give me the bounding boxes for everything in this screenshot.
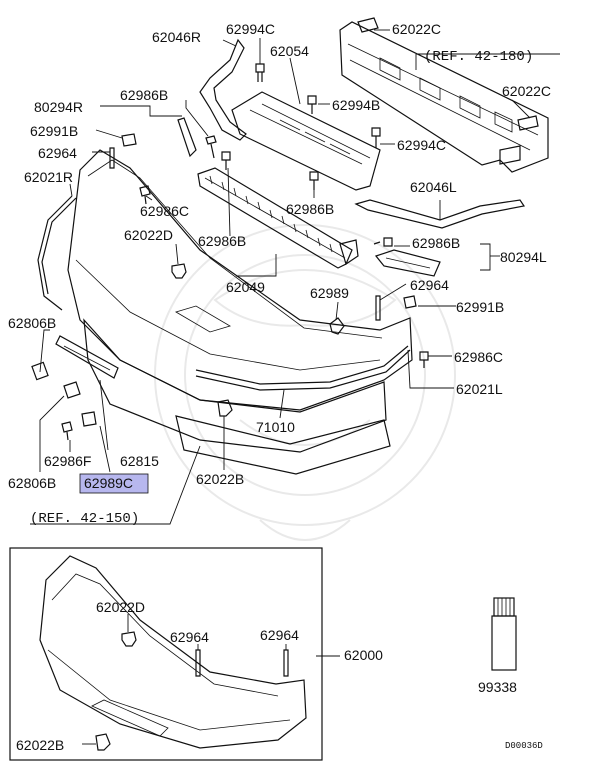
stay-left-part	[354, 199, 526, 229]
inset-label-62964-a: 62964	[170, 629, 209, 645]
label-62986F: 62986F	[44, 453, 91, 469]
label-62046L: 62046L	[410, 179, 457, 195]
label-62806B-top: 62806B	[8, 315, 56, 331]
label-62806B-bottom: 62806B	[8, 475, 56, 491]
leader-lines	[30, 29, 560, 525]
inset-label-62022D: 62022D	[96, 599, 145, 615]
ref-42-180: (REF. 42-180)	[424, 49, 533, 65]
label-80294R: 80294R	[34, 99, 83, 115]
label-62986B-a: 62986B	[120, 87, 168, 103]
label-62994B: 62994B	[332, 97, 380, 113]
molding-left-part	[195, 345, 411, 391]
label-62049: 62049	[226, 279, 265, 295]
sealant-tube-part: 99338	[478, 597, 517, 695]
label-71010: 71010	[256, 419, 295, 435]
label-62986B-c: 62986B	[198, 233, 246, 249]
ref-42-150: (REF. 42-150)	[30, 511, 139, 527]
lower-panel-part	[175, 415, 391, 475]
label-62022C-top: 62022C	[392, 21, 441, 37]
part-labels: 62046R 62994C 62022C (REF. 42-180) 62054…	[8, 21, 551, 527]
label-62991B-right: 62991B	[456, 299, 504, 315]
label-62046R: 62046R	[152, 29, 201, 45]
label-62991B-left: 62991B	[30, 123, 78, 139]
label-62022B: 62022B	[196, 471, 244, 487]
inset-label-62964-b: 62964	[260, 627, 299, 643]
inset-label-62022B: 62022B	[16, 737, 64, 753]
stay-right-part	[199, 38, 247, 141]
label-62815: 62815	[120, 453, 159, 469]
label-62054: 62054	[270, 43, 309, 59]
label-62986B-d: 62986B	[412, 235, 460, 251]
label-62986C-left: 62986C	[140, 203, 189, 219]
label-99338: 99338	[478, 679, 517, 695]
label-62989: 62989	[310, 285, 349, 301]
center-bracket-part	[231, 91, 381, 191]
bumper-cover-part	[67, 149, 413, 453]
label-62989C: 62989C	[84, 475, 133, 491]
label-62021L: 62021L	[456, 381, 503, 397]
reflector-right-part	[177, 117, 197, 158]
inset-label-62000: 62000	[344, 647, 383, 663]
molding-right-part	[37, 195, 77, 311]
highlight-62989C	[79, 473, 149, 494]
label-62022C-right: 62022C	[502, 83, 551, 99]
assembly-inset: 62022D 62964 62964 62000 62022B	[9, 547, 383, 761]
fastener-parts	[61, 63, 429, 441]
label-62022D: 62022D	[124, 227, 173, 243]
label-62994C-mid: 62994C	[397, 137, 446, 153]
plate-bracket-part	[31, 335, 119, 381]
reflector-left-part	[374, 249, 441, 277]
label-62021R: 62021R	[24, 169, 73, 185]
label-62964-right: 62964	[410, 277, 449, 293]
label-62986C-right: 62986C	[454, 349, 503, 365]
diagram-code: D00036D	[505, 741, 543, 751]
label-62994C-top: 62994C	[226, 21, 275, 37]
grille-part	[197, 167, 359, 269]
label-62964-left: 62964	[38, 145, 77, 161]
label-62986B-b: 62986B	[286, 201, 334, 217]
label-80294L: 80294L	[500, 249, 547, 265]
